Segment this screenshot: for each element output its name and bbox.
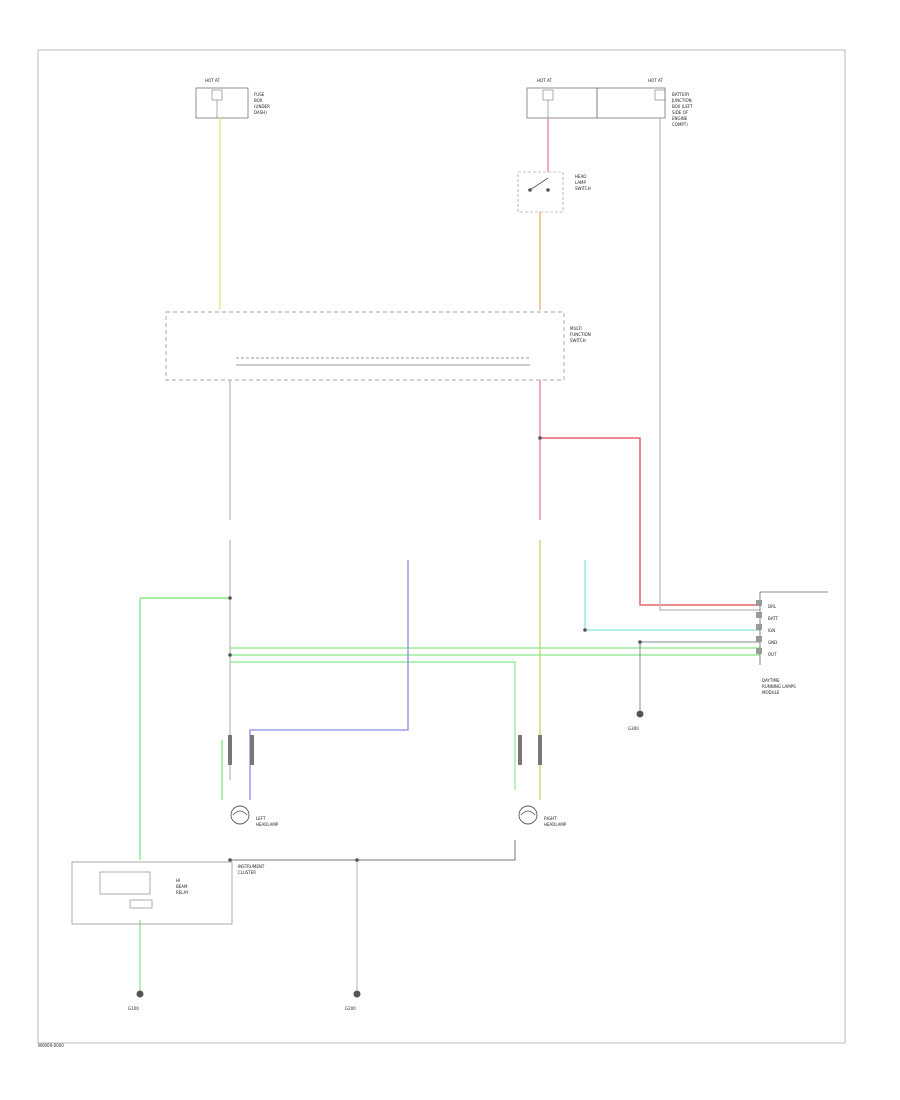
ground-right: G300 (628, 710, 644, 731)
svg-text:OUT: OUT (768, 652, 777, 657)
svg-text:LAMP: LAMP (575, 180, 587, 185)
svg-text:DRL: DRL (768, 604, 777, 609)
right-headlamp: RIGHT HEADLAMP (518, 735, 567, 827)
svg-text:G300: G300 (628, 726, 639, 731)
svg-text:MODULE: MODULE (762, 690, 780, 695)
svg-text:SIDE OF: SIDE OF (672, 110, 689, 115)
headlamp-relay-box: HI BEAM RELAY INSTRUMENT CLUSTER (71, 861, 265, 925)
diagram-frame (37, 49, 846, 1044)
ground-center: G200 (345, 990, 361, 1011)
svg-text:G100: G100 (128, 1006, 139, 1011)
svg-text:FUSE: FUSE (254, 92, 265, 97)
svg-text:HOT AT: HOT AT (537, 78, 552, 83)
svg-text:BATT: BATT (768, 616, 779, 621)
wire-green-to-right-lamp (230, 661, 516, 790)
svg-text:RIGHT: RIGHT (544, 816, 557, 821)
fuse-block-left: HOT AT FUSE BOX (UNDER DASH) (195, 78, 270, 119)
svg-text:MULTI: MULTI (570, 326, 582, 331)
wire-module-ground (639, 641, 760, 710)
svg-text:BEAM: BEAM (176, 884, 188, 889)
svg-text:SWITCH: SWITCH (570, 338, 586, 343)
svg-text:JUNCTION: JUNCTION (671, 98, 692, 103)
svg-text:HI: HI (176, 878, 180, 883)
svg-text:ENGINE: ENGINE (672, 116, 688, 121)
svg-text:HEAD: HEAD (575, 174, 586, 179)
svg-text:GND: GND (768, 640, 777, 645)
svg-text:SWITCH: SWITCH (575, 186, 591, 191)
wire-red (540, 437, 760, 606)
svg-text:DASH): DASH) (254, 110, 267, 115)
fuse-block-right: HOT AT BATTERY JUNCTION BOX (LEFT SIDE O… (596, 78, 693, 127)
svg-text:LEFT: LEFT (256, 816, 266, 821)
svg-text:INSTRUMENT: INSTRUMENT (238, 864, 265, 869)
svg-text:COMPT): COMPT) (672, 122, 688, 127)
svg-text:DAYTIME: DAYTIME (762, 678, 780, 683)
svg-text:HOT AT: HOT AT (648, 78, 663, 83)
svg-text:RELAY: RELAY (176, 890, 189, 895)
svg-text:HEADLAMP: HEADLAMP (256, 822, 279, 827)
wire-cyan (584, 560, 760, 631)
wire-green-across (230, 647, 760, 656)
svg-text:FUNCTION: FUNCTION (570, 332, 591, 337)
ground-left: G100 (128, 990, 144, 1011)
svg-text:BATTERY: BATTERY (672, 92, 690, 97)
lighting-control-module: DRL BATT IGN GND OUT DAYTIME RUNNING LAM… (756, 591, 828, 695)
svg-text:HOT AT: HOT AT (205, 78, 220, 83)
svg-text:BOX (LEFT: BOX (LEFT (672, 104, 693, 109)
svg-text:CLUSTER: CLUSTER (238, 870, 256, 875)
fuse-block-center: HOT AT (526, 78, 598, 119)
wire-headlamp-ground (230, 840, 516, 861)
svg-text:IGN: IGN (768, 628, 775, 633)
splice-points (228, 436, 642, 862)
svg-text:RUNNING LAMPS: RUNNING LAMPS (762, 684, 796, 689)
headlamp-switch-assembly: MULTI FUNCTION SWITCH (165, 311, 591, 381)
wire-blue (249, 560, 409, 800)
headlamp-switch: HEAD LAMP SWITCH (517, 171, 591, 213)
wire-plain-right (659, 118, 760, 611)
diagram-code: W0000-0000 (38, 1043, 64, 1048)
left-headlamp: LEFT HEADLAMP (228, 735, 279, 827)
svg-text:(UNDER: (UNDER (254, 104, 270, 109)
svg-text:G200: G200 (345, 1006, 356, 1011)
svg-text:HEADLAMP: HEADLAMP (544, 822, 567, 827)
svg-text:BOX: BOX (254, 98, 263, 103)
